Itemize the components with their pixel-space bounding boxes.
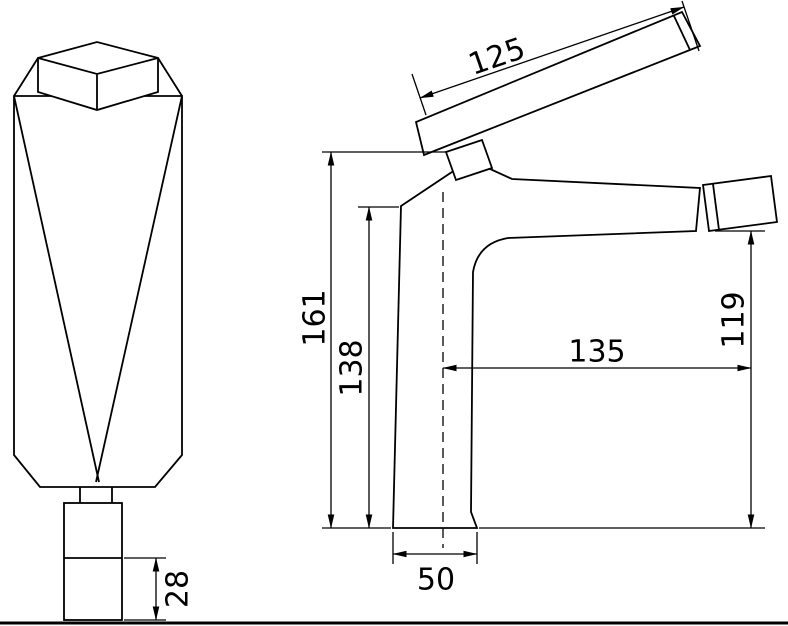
dimension-line [419, 6, 685, 99]
front-cap-edge-right [157, 57, 183, 97]
front-handle-cap [37, 41, 159, 111]
dim-label-base-width: 50 [417, 563, 455, 598]
front-view [13, 41, 183, 621]
extension-line [411, 73, 427, 116]
front-handle-cap-facets [37, 57, 159, 110]
dim-label-spout-reach: 135 [568, 335, 625, 370]
front-cap-edge-left [13, 57, 39, 97]
side-lever [414, 10, 702, 157]
front-body-outline [13, 95, 183, 488]
side-handle-pivot [444, 138, 494, 182]
dim-spout-reach: 135 [442, 335, 752, 372]
front-body-facet-right [95, 95, 183, 483]
dim-label-spout-outlet-height: 119 [717, 291, 752, 348]
side-body-outline [392, 165, 701, 529]
front-aerator-cylinder [63, 502, 123, 621]
dim-base-width: 50 [392, 532, 478, 598]
dim-total-height: 161 [298, 151, 446, 529]
dim-label-body-height: 138 [335, 339, 370, 396]
dim-label-lever-length: 125 [464, 31, 530, 83]
front-body-facet-left [13, 95, 100, 483]
dim-label-total-height: 161 [298, 289, 333, 346]
dim-spout-outlet-height: 119 [479, 230, 765, 529]
extension-line [681, 0, 700, 52]
dim-aerator-height: 28 [124, 557, 196, 621]
dim-label-aerator-height: 28 [161, 570, 196, 608]
side-aerator-cap-line [712, 183, 720, 231]
side-view [392, 10, 779, 548]
front-neck [79, 487, 113, 503]
side-aerator [701, 174, 779, 233]
dim-body-height: 138 [335, 206, 399, 529]
